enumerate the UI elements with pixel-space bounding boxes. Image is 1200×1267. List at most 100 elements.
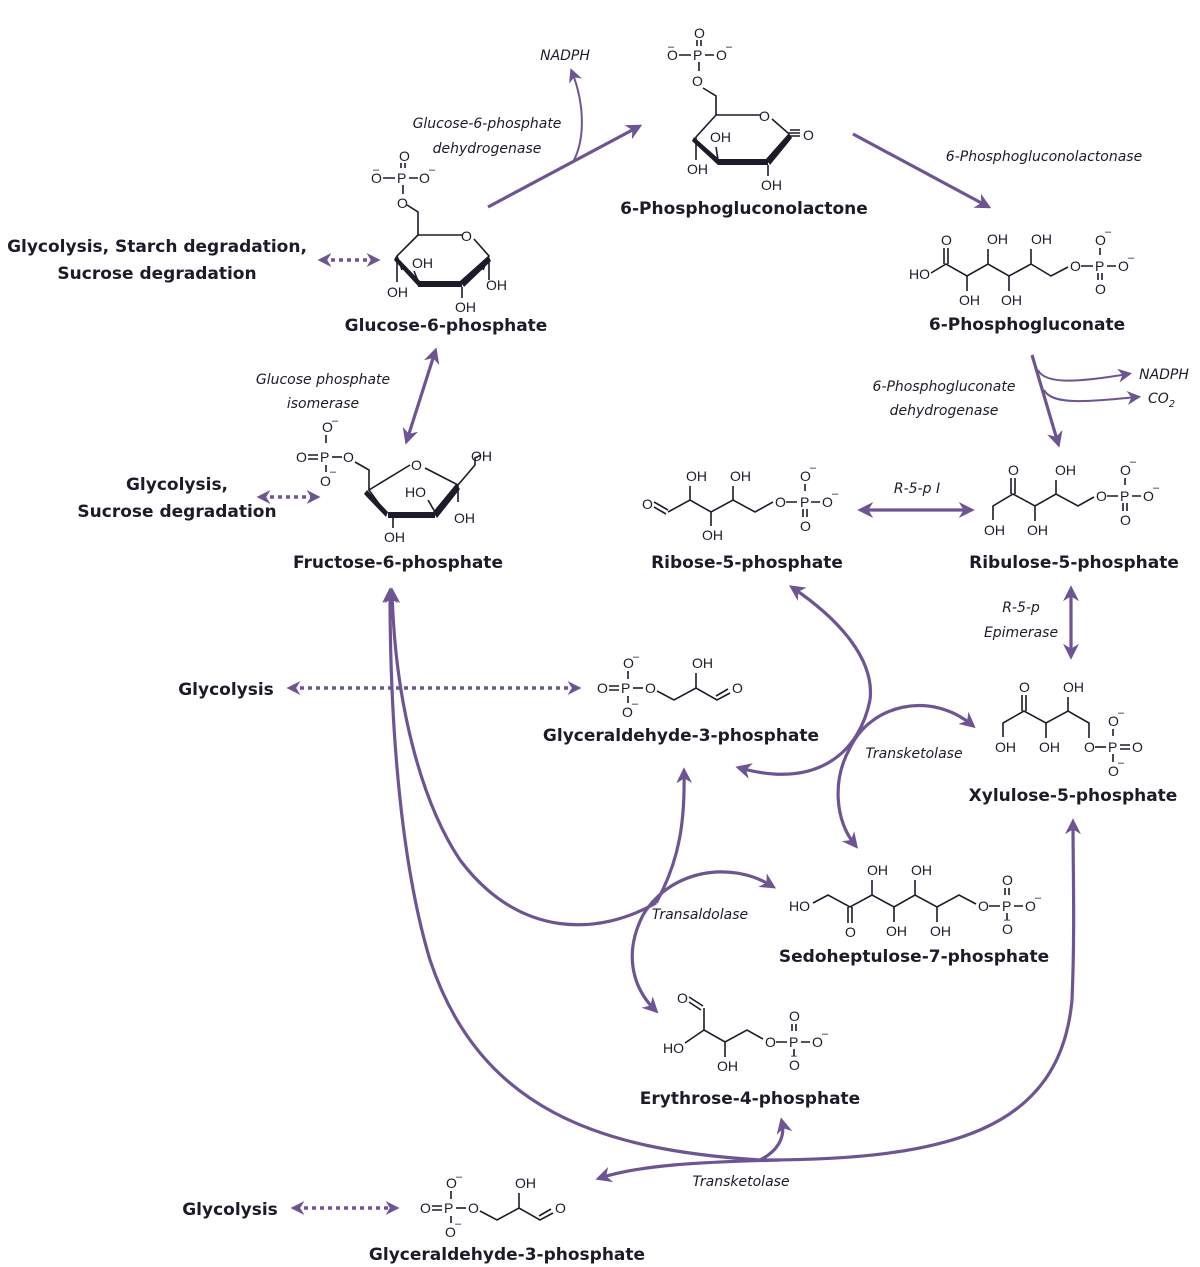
svg-text:P: P — [693, 47, 702, 63]
arrow-pgl — [852, 132, 992, 209]
svg-text:OH: OH — [687, 161, 708, 177]
compound-6-phosphogluconolactone: 6-Phosphogluconolactone — [620, 199, 868, 219]
svg-text:O: O — [1002, 872, 1013, 888]
svg-text:–: – — [456, 1171, 463, 1183]
svg-text:O: O — [1025, 898, 1036, 914]
external-g3p-mid: Glycolysis — [178, 680, 274, 700]
svg-text:O: O — [1143, 488, 1154, 504]
reaction-arrows — [256, 68, 1142, 1215]
svg-text:O: O — [1096, 488, 1107, 504]
svg-text:–: – — [791, 1050, 798, 1062]
arrow-tal-f6p — [384, 587, 657, 927]
external-pathway-labels: Glycolysis, Starch degradation, Sucrose … — [7, 237, 307, 1220]
svg-text:P: P — [1002, 898, 1011, 914]
svg-text:O: O — [803, 127, 814, 143]
svg-text:OH: OH — [930, 923, 951, 939]
svg-text:OH: OH — [717, 1058, 738, 1074]
structure-ribose-5-phosphate: O OH OH OH O P O – O – O — [642, 462, 839, 543]
arrow-nadph-2 — [1037, 368, 1133, 383]
structure-erythrose-4-phosphate: O HO OH O P O – O O – — [663, 990, 829, 1074]
svg-text:O: O — [765, 1034, 776, 1050]
svg-text:–: – — [1118, 757, 1125, 769]
arrow-pgd — [1030, 354, 1063, 448]
svg-text:OH: OH — [384, 529, 405, 545]
svg-text:O: O — [941, 232, 952, 248]
svg-text:P: P — [397, 170, 406, 186]
compound-glucose-6-phosphate: Glucose-6-phosphate — [345, 316, 548, 336]
svg-text:O: O — [1118, 258, 1129, 274]
arrow-tkt-upper-r5p — [789, 585, 873, 701]
svg-text:O: O — [642, 496, 653, 512]
structure-sedoheptulose-7-phosphate: HO O OH OH OH OH O P O – O O – — [789, 862, 1042, 940]
enzyme-pgd-line2: dehydrogenase — [890, 403, 999, 419]
svg-text:–: – — [1004, 914, 1011, 926]
svg-text:O: O — [692, 73, 703, 89]
svg-text:OH: OH — [1031, 231, 1052, 247]
svg-text:O: O — [1095, 281, 1106, 297]
arrow-tkt-lower-e4p — [759, 1117, 793, 1162]
svg-text:–: – — [1035, 892, 1042, 904]
svg-text:OH: OH — [867, 862, 888, 878]
svg-text:OH: OH — [1055, 462, 1076, 478]
svg-text:O: O — [1108, 763, 1119, 779]
external-f6p-line1: Glycolysis, — [126, 475, 228, 495]
compound-ribose-5-phosphate: Ribose-5-phosphate — [651, 553, 843, 573]
svg-text:O: O — [371, 170, 382, 186]
svg-text:P: P — [1120, 488, 1129, 504]
svg-text:O: O — [555, 1200, 566, 1216]
external-f6p-line2: Sucrose degradation — [77, 502, 276, 522]
svg-text:OH: OH — [455, 299, 476, 315]
svg-text:OH: OH — [1001, 292, 1022, 308]
svg-text:–: – — [1130, 456, 1137, 468]
svg-text:O: O — [789, 1057, 800, 1073]
svg-text:O: O — [812, 1034, 823, 1050]
enzyme-transketolase-upper: Transketolase — [865, 746, 962, 762]
structure-glyceraldehyde-3-phosphate-mid: O – O P O O – OH O — [597, 651, 743, 720]
svg-text:OH: OH — [412, 255, 433, 271]
svg-text:HO: HO — [405, 484, 426, 500]
svg-text:O: O — [622, 704, 633, 720]
svg-text:OH: OH — [886, 923, 907, 939]
svg-text:HO: HO — [663, 1040, 684, 1056]
svg-text:O: O — [1095, 232, 1106, 248]
compound-ribulose-5-phosphate: Ribulose-5-phosphate — [969, 553, 1179, 573]
svg-text:O: O — [411, 457, 422, 473]
svg-text:O: O — [677, 990, 688, 1006]
svg-text:OH: OH — [959, 292, 980, 308]
svg-text:OH: OH — [761, 177, 782, 193]
svg-text:O: O — [775, 494, 786, 510]
svg-text:O: O — [1132, 739, 1143, 755]
svg-text:–: – — [810, 462, 817, 474]
svg-text:O: O — [800, 518, 811, 534]
svg-text:–: – — [332, 415, 339, 427]
svg-text:O: O — [623, 655, 634, 671]
svg-text:O: O — [1108, 713, 1119, 729]
svg-text:O: O — [399, 148, 410, 164]
structure-xylulose-5-phosphate: O OH OH OH O P O O – O – — [995, 679, 1143, 779]
arrow-tal-e4p — [630, 914, 659, 1014]
structure-ribulose-5-phosphate: O OH OH OH O P O – O – O — [984, 456, 1160, 538]
arrow-tal-s7p — [641, 870, 777, 916]
svg-text:O: O — [978, 898, 989, 914]
svg-text:O: O — [645, 680, 656, 696]
svg-text:–: – — [633, 651, 640, 663]
svg-text:OH: OH — [1039, 739, 1060, 755]
arrow-co2 — [1043, 389, 1142, 405]
compound-erythrose-4-phosphate: Erythrose-4-phosphate — [640, 1089, 860, 1109]
compound-glyceraldehyde-3-phosphate-mid: Glyceraldehyde-3-phosphate — [543, 726, 819, 746]
svg-text:O: O — [1120, 512, 1131, 528]
structure-6-phosphogluconate: O HO OH OH OH OH O P O – O – O — [909, 226, 1135, 308]
compound-xylulose-5-phosphate: Xylulose-5-phosphate — [969, 786, 1178, 806]
enzyme-transaldolase: Transaldolase — [652, 907, 748, 923]
enzyme-gpi-line1: Glucose phosphate — [256, 372, 390, 388]
compound-glyceraldehyde-3-phosphate-bottom: Glyceraldehyde-3-phosphate — [369, 1245, 645, 1265]
svg-text:OH: OH — [730, 468, 751, 484]
enzyme-labels: Glucose-6-phosphate dehydrogenase 6-Phos… — [256, 116, 1142, 1190]
arrow-tkt-upper-x5p — [848, 703, 976, 749]
enzyme-transketolase-lower: Transketolase — [692, 1174, 789, 1190]
svg-text:P: P — [789, 1034, 798, 1050]
product-nadph-1: NADPH — [540, 48, 590, 64]
enzyme-rpe-line1: R-5-p — [1002, 600, 1040, 616]
enzyme-gpi-line2: isomerase — [287, 396, 359, 412]
structure-6-phosphogluconolactone: O O – P O – O O O OH OH OH — [667, 25, 814, 193]
